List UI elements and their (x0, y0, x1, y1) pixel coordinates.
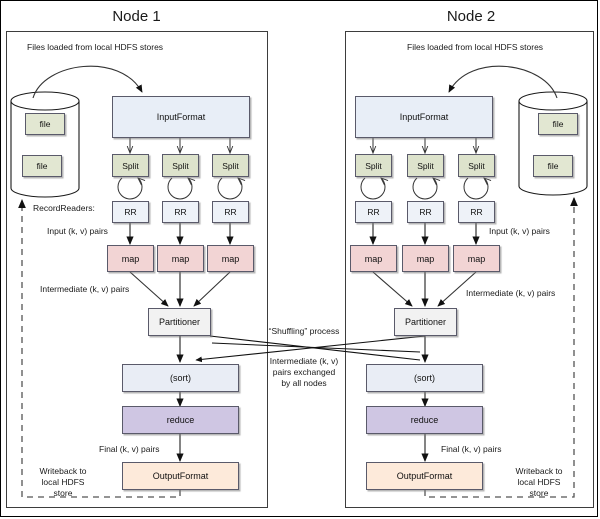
node2-final-pairs-label: Final (k, v) pairs (441, 444, 502, 454)
node2-file-box-2: file (533, 155, 573, 177)
shuffling-process-label: “Shuffling” process (268, 326, 340, 336)
node2-split-box-3: Split (458, 154, 495, 177)
node2-outputformat-box: OutputFormat (366, 462, 483, 490)
node2-rr-box-2: RR (407, 201, 444, 223)
exchange-label-line1: Intermediate (k, v) (269, 356, 339, 366)
node1-rr-box-3: RR (212, 201, 249, 223)
node2-frame (345, 31, 594, 508)
node2-map-box-3: map (453, 245, 500, 272)
node2-writeback-label-line3: store (529, 488, 549, 498)
node1-file-box-1: file (25, 113, 65, 135)
node2-rr-box-3: RR (458, 201, 495, 223)
node2-intermediate-pairs-label: Intermediate (k, v) pairs (466, 288, 556, 298)
node1-rr-box-2: RR (162, 201, 199, 223)
node2-title: Node 2 (446, 8, 496, 25)
node2-partitioner-box: Partitioner (394, 308, 457, 336)
node2-split-box-1: Split (355, 154, 392, 177)
node2-file-box-1: file (538, 113, 578, 135)
node1-recordreaders-label: RecordReaders: (33, 203, 95, 213)
node1-file-box-2: file (22, 155, 62, 177)
node2-reduce-box: reduce (366, 406, 483, 434)
node1-writeback-label-line1: Writeback to (39, 466, 87, 476)
node1-rr-box-1: RR (112, 201, 149, 223)
node1-map-box-3: map (207, 245, 254, 272)
node1-partitioner-box: Partitioner (148, 308, 211, 336)
node1-files-loaded-label: Files loaded from local HDFS stores (27, 42, 164, 52)
node1-inputformat-box: InputFormat (112, 96, 250, 138)
node1-outputformat-box: OutputFormat (122, 462, 239, 490)
node1-map-box-2: map (157, 245, 204, 272)
node2-input-pairs-label: Input (k, v) pairs (489, 226, 550, 236)
node1-writeback-label-line3: store (53, 488, 73, 498)
node2-map-box-2: map (402, 245, 449, 272)
node2-map-box-1: map (350, 245, 397, 272)
node1-reduce-box: reduce (122, 406, 239, 434)
node1-intermediate-pairs-label: Intermediate (k, v) pairs (40, 284, 130, 294)
node1-sort-box: (sort) (122, 364, 239, 392)
node2-writeback-label-line1: Writeback to (515, 466, 563, 476)
node1-split-box-1: Split (112, 154, 149, 177)
node1-input-pairs-label: Input (k, v) pairs (47, 226, 108, 236)
node2-split-box-2: Split (407, 154, 444, 177)
node1-title: Node 1 (112, 8, 161, 25)
node2-files-loaded-label: Files loaded from local HDFS stores (407, 42, 544, 52)
exchange-label-line2: pairs exchanged (272, 367, 336, 377)
node1-writeback-label-line2: local HDFS (41, 477, 85, 487)
node2-sort-box: (sort) (366, 364, 483, 392)
node1-map-box-1: map (107, 245, 154, 272)
node1-split-box-2: Split (162, 154, 199, 177)
node1-frame (6, 31, 268, 508)
node1-split-box-3: Split (212, 154, 249, 177)
node2-writeback-label-line2: local HDFS (517, 477, 561, 487)
node2-inputformat-box: InputFormat (355, 96, 493, 138)
node1-final-pairs-label: Final (k, v) pairs (99, 444, 160, 454)
node2-rr-box-1: RR (355, 201, 392, 223)
exchange-label-line3: by all nodes (281, 378, 327, 388)
